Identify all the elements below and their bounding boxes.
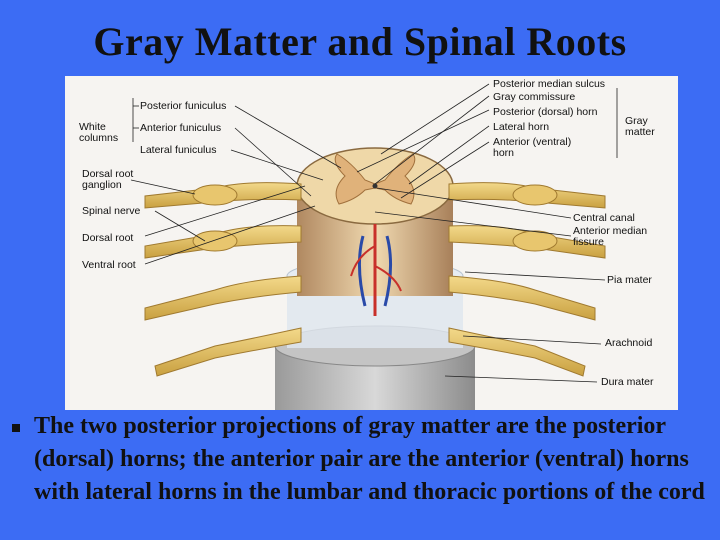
label-posterior-median-sulcus: Posterior median sulcus <box>493 78 606 90</box>
bullet-text: The two posterior projections of gray ma… <box>34 413 705 505</box>
label-lateral-funiculus: Lateral funiculus <box>140 144 217 156</box>
label-pia-mater: Pia mater <box>607 274 652 286</box>
left-spinal-nerves <box>144 182 302 377</box>
label-anterior-horn: Anterior (ventral) horn <box>493 136 572 159</box>
right-spinal-nerves <box>448 182 606 377</box>
label-dura-mater: Dura mater <box>601 376 654 388</box>
label-posterior-funiculus: Posterior funiculus <box>140 100 227 112</box>
label-central-canal: Central canal <box>573 212 635 224</box>
label-spinal-nerve: Spinal nerve <box>82 205 141 217</box>
spinal-cord-diagram: White columns Posterior funiculus Anteri… <box>65 76 678 410</box>
right-leader-lines <box>356 83 618 383</box>
label-lateral-horn: Lateral horn <box>493 121 550 133</box>
label-anterior-funiculus: Anterior funiculus <box>140 122 222 134</box>
bullet-marker <box>12 424 20 432</box>
label-gray-matter: Gray matter <box>625 115 655 138</box>
label-white-columns: White columns <box>79 121 119 144</box>
spinal-cord-illustration <box>130 83 618 410</box>
slide-title: Gray Matter and Spinal Roots <box>93 19 627 64</box>
label-gray-commissure: Gray commissure <box>493 91 576 103</box>
label-dorsal-root: Dorsal root <box>82 232 134 244</box>
label-anterior-median-fissure: Anterior median fissure <box>573 225 648 248</box>
label-dorsal-root-ganglion: Dorsal root ganglion <box>82 168 134 191</box>
label-arachnoid: Arachnoid <box>605 337 653 349</box>
left-leader-lines <box>130 98 342 265</box>
label-posterior-horn: Posterior (dorsal) horn <box>493 106 598 118</box>
blood-vessels <box>350 224 402 316</box>
label-ventral-root: Ventral root <box>82 259 136 271</box>
